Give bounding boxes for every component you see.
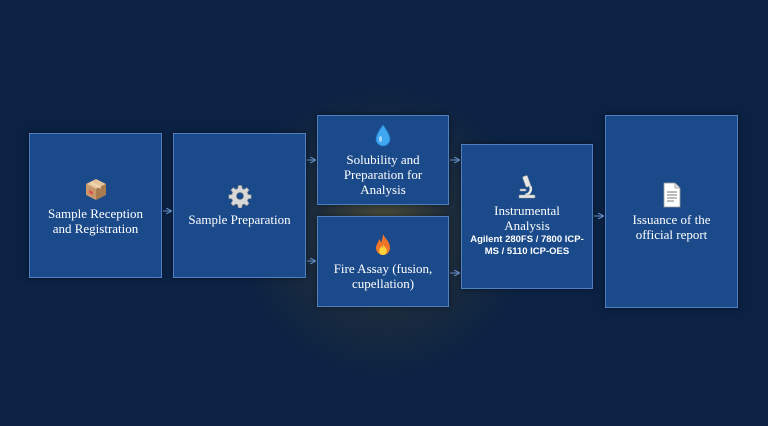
- microscope-icon: [518, 175, 536, 199]
- step-label: Fire Assay (fusion, cupellation): [333, 260, 433, 291]
- package-icon: [85, 178, 106, 200]
- instrument-models: Agilent 280FS / 7800 ICP- MS / 5110 ICP-…: [470, 234, 584, 257]
- step-label: Solubility and Preparation for Analysis: [343, 151, 423, 197]
- step-solubility-preparation: Solubility and Preparation for Analysis: [317, 115, 449, 205]
- step-label: Sample Reception and Registration: [48, 205, 143, 236]
- step-label: Issuance of the official report: [632, 211, 711, 242]
- step-label: Sample Preparation: [188, 212, 291, 227]
- step-sample-preparation: Sample Preparation: [173, 133, 306, 278]
- step-fire-assay: Fire Assay (fusion, cupellation): [317, 216, 449, 307]
- gear-icon: [228, 185, 251, 208]
- fire-icon: [376, 233, 390, 255]
- document-icon: [663, 182, 680, 207]
- step-sample-reception: Sample Reception and Registration: [29, 133, 162, 278]
- step-official-report: Issuance of the official report: [605, 115, 738, 308]
- droplet-icon: [375, 123, 391, 146]
- step-label: Instrumental Analysis: [494, 203, 560, 233]
- step-instrumental-analysis: Instrumental Analysis Agilent 280FS / 78…: [461, 144, 593, 289]
